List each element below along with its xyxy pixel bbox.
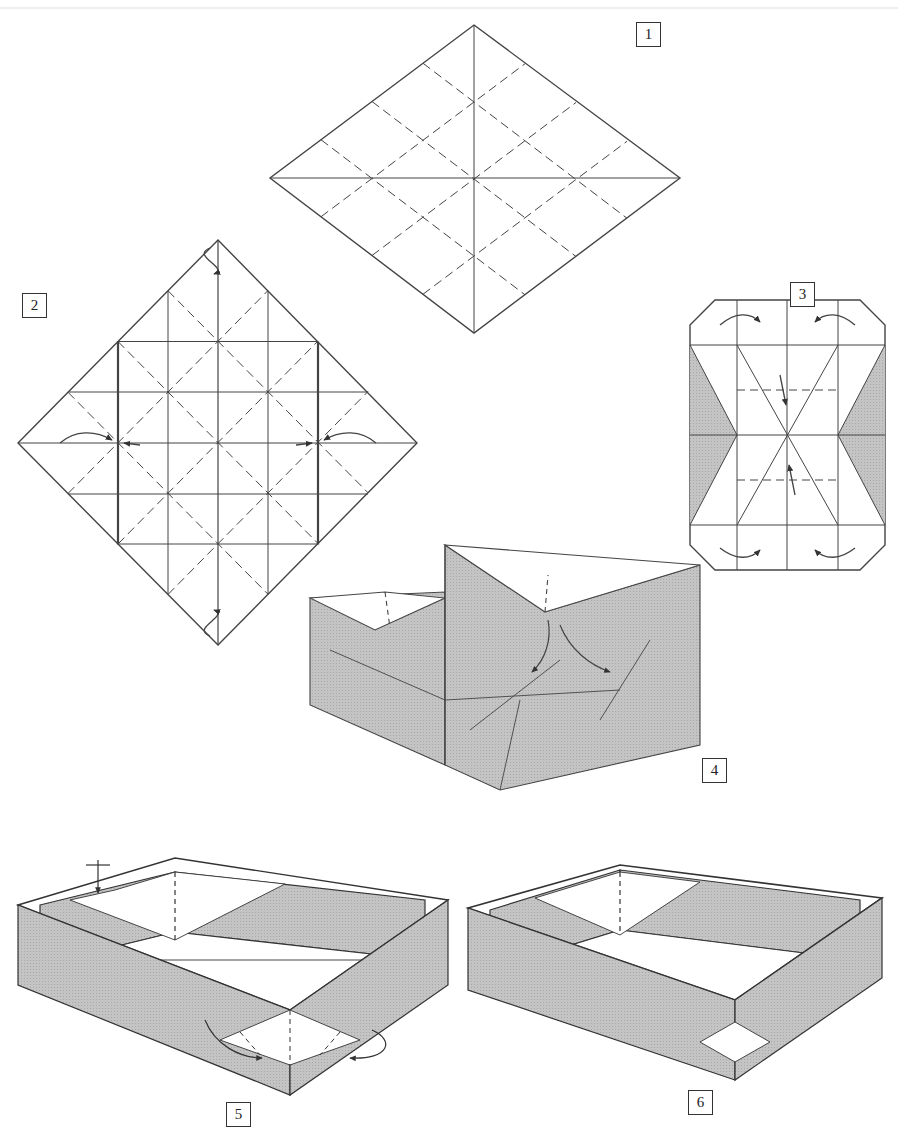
step-6-finished-box bbox=[468, 865, 882, 1080]
step-1-crease-pattern bbox=[270, 25, 680, 333]
step-4-raising-walls bbox=[310, 545, 700, 790]
callout-number: 5 bbox=[235, 1107, 243, 1122]
step-number: 5 bbox=[226, 1102, 251, 1127]
callout-number: 4 bbox=[711, 763, 719, 778]
callout-number: 2 bbox=[31, 298, 39, 313]
step-number: 1 bbox=[636, 22, 661, 47]
step-3-base bbox=[690, 300, 885, 570]
step-number: 6 bbox=[688, 1090, 713, 1115]
callout-number: 1 bbox=[645, 27, 653, 42]
step-number: 3 bbox=[790, 282, 815, 307]
step-2-collapse bbox=[18, 240, 417, 645]
step-5-open-box bbox=[18, 858, 448, 1095]
step-number: 4 bbox=[702, 758, 727, 783]
step-number: 2 bbox=[22, 293, 47, 318]
callout-number: 6 bbox=[697, 1095, 705, 1110]
callout-number: 3 bbox=[799, 287, 807, 302]
